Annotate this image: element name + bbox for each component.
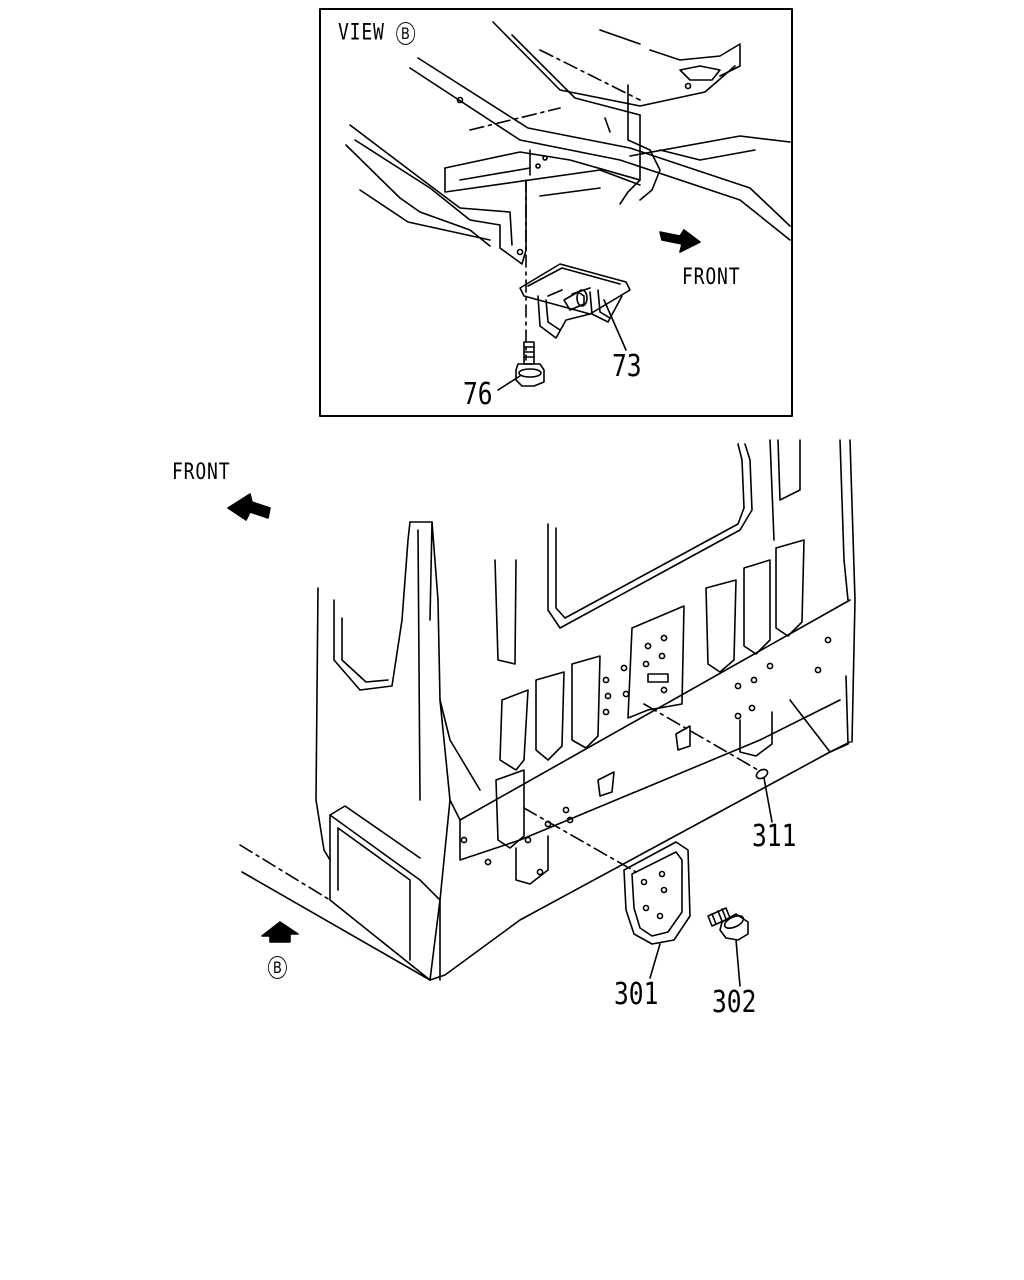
- view-b-arrow-icon: [261, 921, 299, 943]
- callout-311: 311: [752, 819, 797, 854]
- panel-holes: [460, 634, 832, 876]
- view-label: VIEW B: [338, 20, 416, 46]
- callout-302: 302: [712, 985, 757, 1020]
- leader-302: [735, 939, 741, 987]
- leader-301: [649, 943, 661, 979]
- callout-301: 301: [614, 977, 659, 1012]
- leader-311: [763, 777, 773, 823]
- tie-down-hook-73: [519, 263, 631, 339]
- callout-76: 76: [463, 377, 493, 412]
- view-b-circle-icon: B: [396, 22, 416, 45]
- callout-73: 73: [612, 349, 642, 384]
- front-arrow-icon-inset: [659, 229, 701, 253]
- frame-crossmember: [345, 124, 641, 265]
- leader-76: [497, 375, 521, 391]
- assembly-line-311: [643, 703, 759, 771]
- leader-73: [603, 299, 627, 351]
- view-b-marker-circle-icon: B: [268, 956, 287, 979]
- bolt-302: [707, 907, 749, 941]
- inset-frame: [319, 8, 793, 417]
- bracket-301: [623, 841, 691, 945]
- view-label-prefix: VIEW: [338, 20, 385, 46]
- front-arrow-icon: [227, 493, 271, 521]
- bolt-76: [515, 341, 545, 387]
- floor-underside: [409, 21, 791, 241]
- rear-window: [547, 443, 753, 629]
- view-b-marker: B: [268, 956, 287, 979]
- cab-rear-panel: [239, 439, 856, 981]
- inset-view-b: [319, 8, 793, 417]
- front-label-main: FRONT: [172, 460, 231, 485]
- front-label-inset: FRONT: [682, 265, 741, 290]
- assembly-line-301: [523, 807, 637, 873]
